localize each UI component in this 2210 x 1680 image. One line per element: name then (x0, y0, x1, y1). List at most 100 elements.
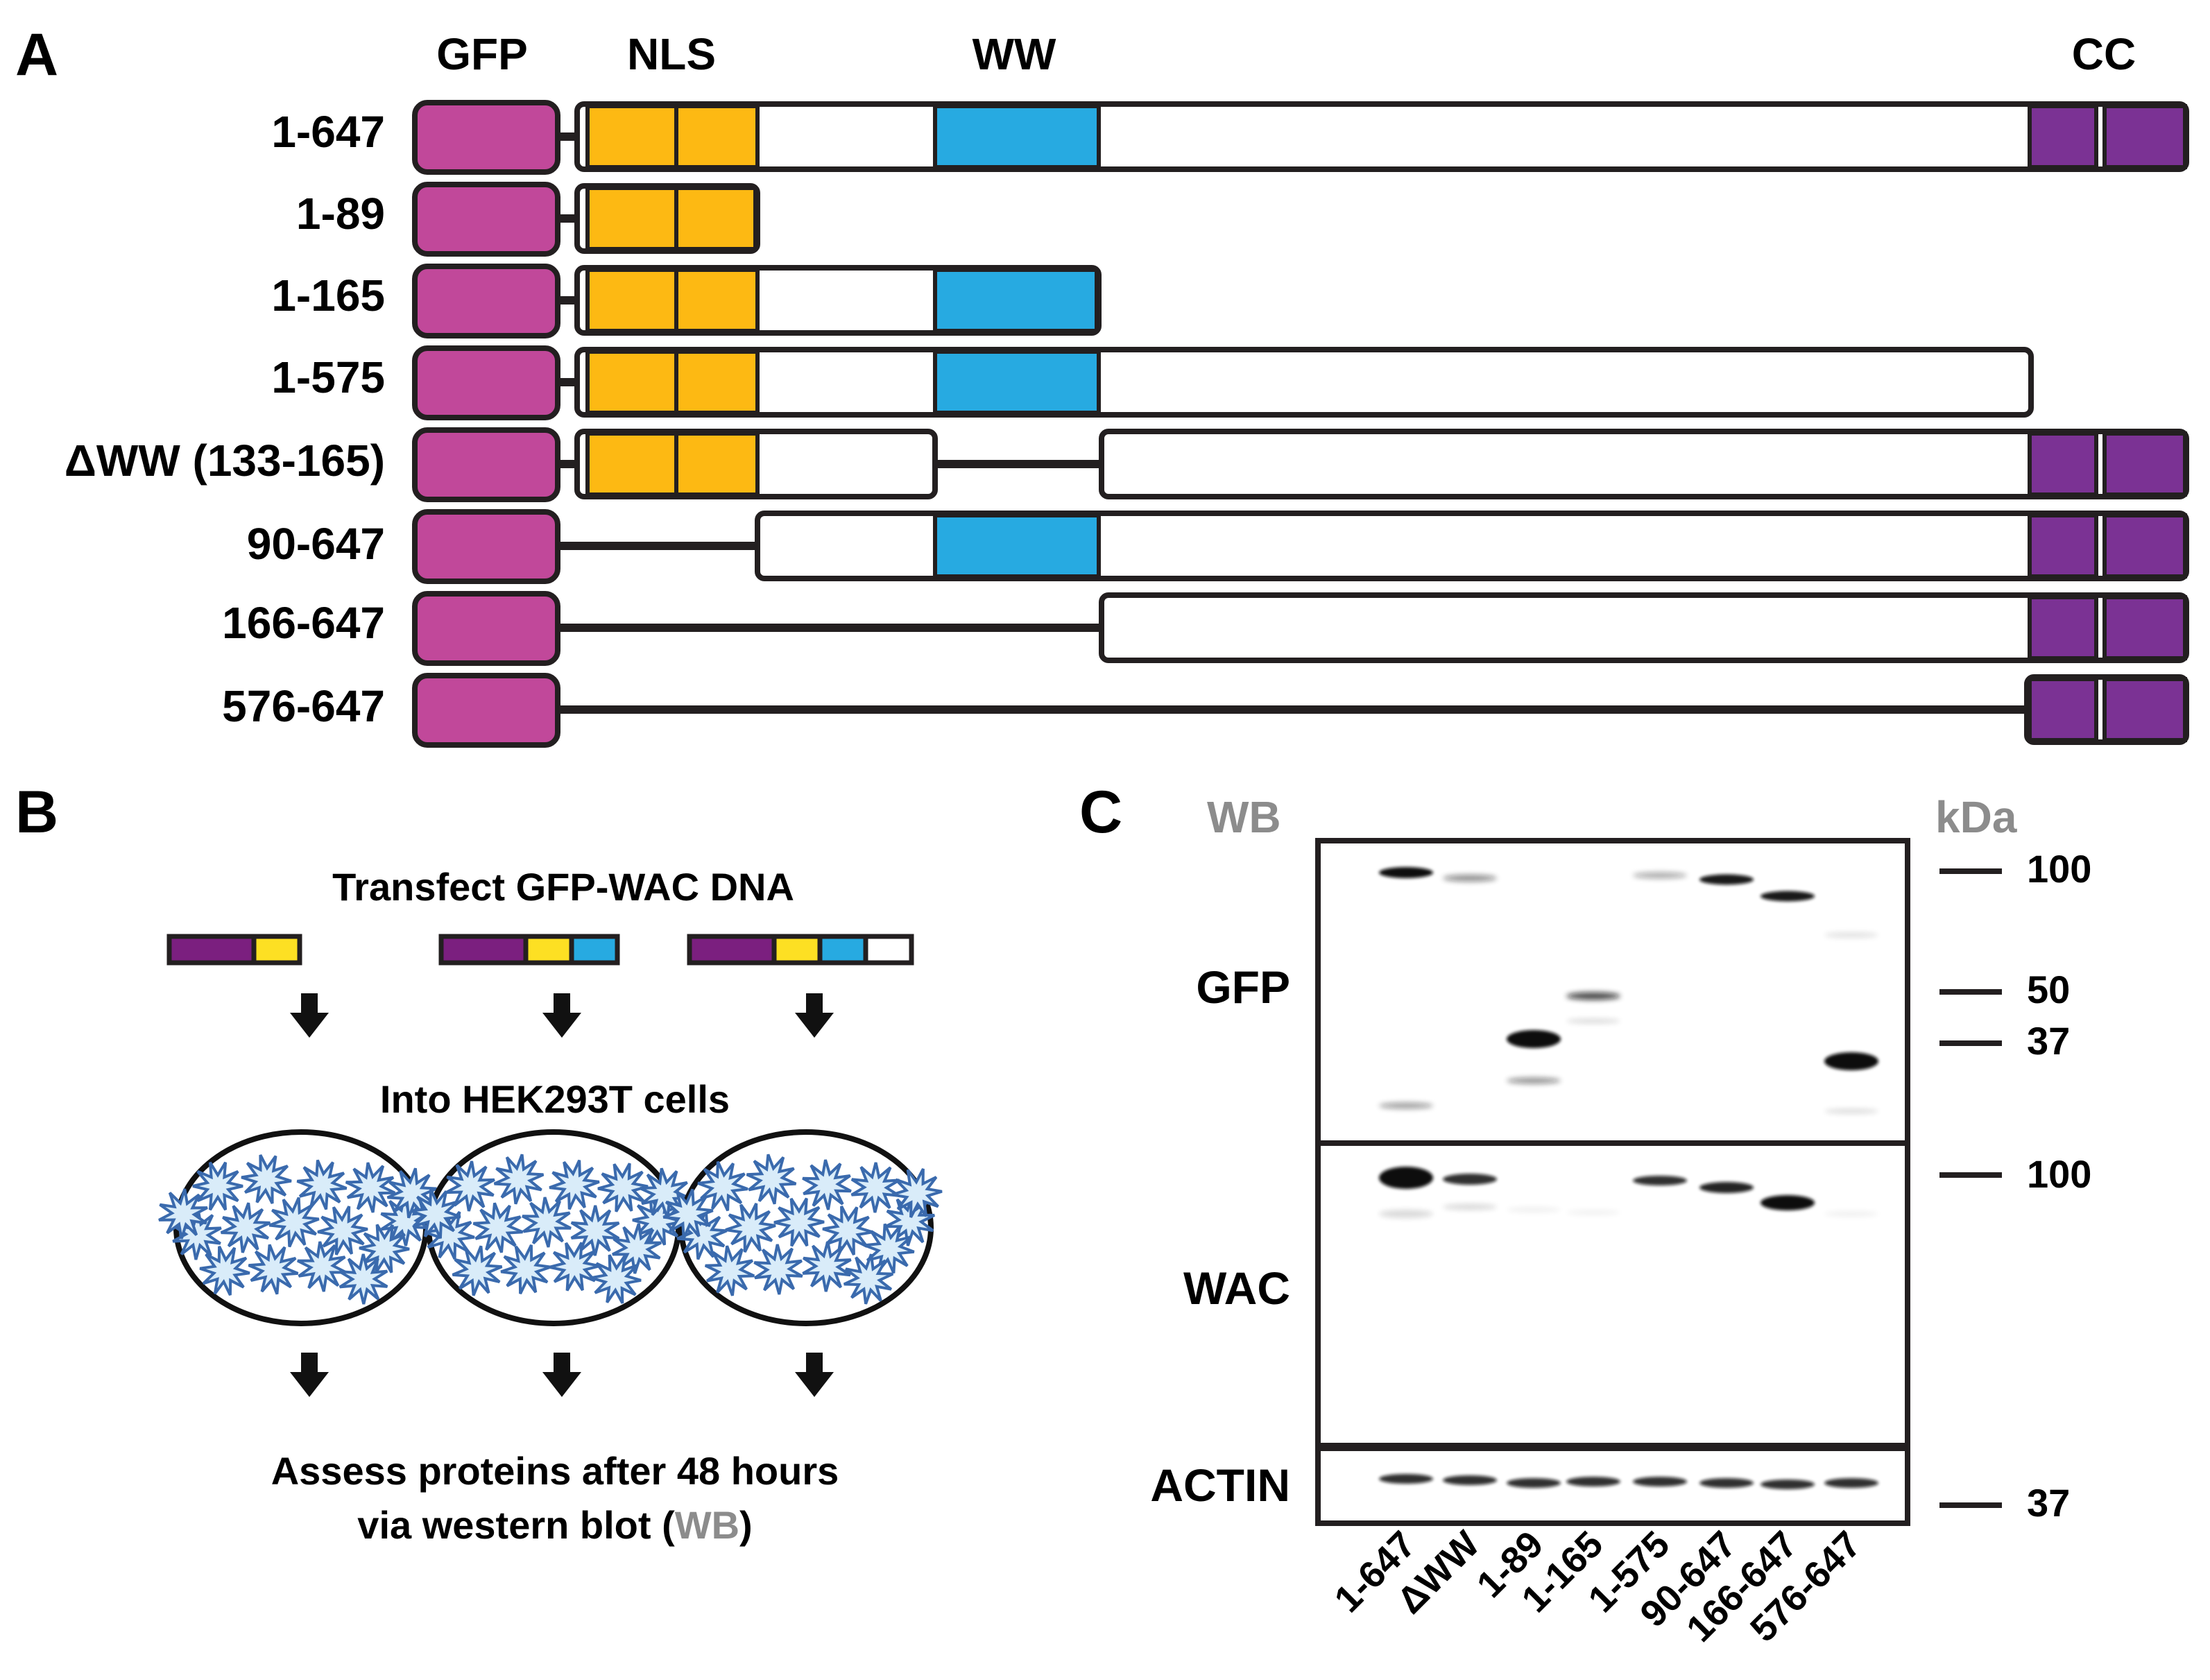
header-gfp: GFP (436, 29, 528, 79)
construct-row: 1-165 (271, 264, 1102, 338)
cell-icon (864, 1223, 915, 1274)
nls-domain (585, 186, 678, 251)
panel-b: B Transfect GFP-WAC DNA Into HEK293T cel… (15, 779, 943, 1547)
blot-band (1761, 1195, 1815, 1210)
panel-a: A GFP NLS WW CC 1-647 1-89 1-165 (15, 22, 2189, 748)
cell-icon (345, 1162, 396, 1213)
ww-domain (933, 350, 1101, 415)
down-arrow-icon (542, 993, 581, 1038)
blot-band (1824, 1108, 1878, 1114)
nls-domain (585, 431, 678, 497)
gfp-tag (412, 427, 560, 502)
cc-domain (2102, 431, 2187, 497)
panel-b-letter: B (15, 779, 58, 846)
blot-band (1507, 1077, 1561, 1084)
cell-icon (597, 1163, 649, 1212)
blot-band (1699, 874, 1754, 885)
cell-icon (410, 1188, 461, 1240)
cell-icon (359, 1224, 410, 1274)
cell-icon (725, 1203, 776, 1253)
wb-label: WB (1207, 792, 1281, 842)
blot-band (1699, 1182, 1754, 1193)
cc-domain (2102, 104, 2187, 169)
header-ww: WW (973, 29, 1056, 79)
gfp-tag (412, 182, 560, 257)
cc-domain (2028, 513, 2098, 578)
ww-domain (933, 513, 1101, 578)
down-arrow-icon (795, 993, 834, 1038)
cell-icon (704, 1245, 755, 1296)
marker-100: 100 (2027, 1152, 2091, 1196)
step-transfect: Transfect GFP-WAC DNA (332, 865, 794, 909)
cell-icon (773, 1197, 825, 1247)
marker-50: 50 (2027, 968, 2070, 1011)
cc-domain (2028, 595, 2098, 660)
marker-37: 37 (2027, 1481, 2070, 1525)
blot-band (1824, 1211, 1878, 1217)
cell-icon (500, 1244, 551, 1294)
gfp-tag (412, 345, 560, 420)
nls-domain (585, 350, 678, 415)
cell-icon (241, 1154, 292, 1204)
down-arrow-icon (290, 993, 329, 1038)
blot-band (1443, 1475, 1497, 1485)
blot-label-gfp: GFP (1196, 961, 1290, 1013)
construct-row: ΔWW (133-165) (65, 427, 2189, 502)
panel-c-letter: C (1079, 779, 1122, 846)
cell-icon (296, 1159, 348, 1210)
blot-label-actin: ACTIN (1150, 1459, 1290, 1511)
down-arrow-icon (542, 1353, 581, 1397)
blot-band (1633, 1477, 1687, 1486)
gfp-tag (412, 100, 560, 175)
construct-row: 576-647 (222, 673, 2189, 748)
cell-icon (339, 1253, 388, 1305)
construct-label: 1-575 (271, 352, 385, 402)
blot-band (1379, 1167, 1433, 1189)
nls-domain (674, 431, 760, 497)
construct-label: 1-165 (271, 271, 385, 320)
blot-band (1507, 1207, 1561, 1212)
blot-band (1443, 875, 1497, 882)
cell-icon (753, 1244, 803, 1295)
construct-row: 166-647 (222, 591, 2189, 666)
blot-band (1824, 1052, 1878, 1070)
cell-icon (220, 1202, 271, 1253)
blot-band (1379, 1210, 1433, 1218)
cc-domain (2102, 595, 2187, 660)
mini-construct (687, 934, 914, 966)
cell-icon (802, 1241, 852, 1292)
blot-band (1379, 1102, 1433, 1109)
blot-band (1443, 1203, 1497, 1210)
blot-band (1761, 1480, 1815, 1489)
blot-band (1443, 1174, 1497, 1185)
cell-icon (662, 1188, 714, 1240)
cell-icon (549, 1159, 600, 1210)
gfp-tag (412, 264, 560, 338)
blot-band (1379, 1474, 1433, 1484)
blot-band (1633, 872, 1687, 879)
cell-icon (158, 1188, 208, 1240)
cell-icon (297, 1241, 347, 1292)
cell-icon (697, 1160, 748, 1212)
cc-domain (2028, 104, 2098, 169)
header-nls: NLS (627, 29, 716, 79)
blot-band (1633, 1176, 1687, 1185)
blot-band (1824, 932, 1878, 938)
blot-band (1507, 1478, 1561, 1488)
nls-domain (674, 104, 760, 169)
step-cells: Into HEK293T cells (380, 1077, 730, 1121)
cc-domain (2028, 677, 2098, 742)
blot-band (1566, 1210, 1620, 1215)
wac-body (574, 101, 2189, 172)
cell-icon (802, 1159, 852, 1210)
ww-domain (933, 104, 1101, 169)
cell-icon (746, 1154, 797, 1205)
blot-band (1566, 992, 1620, 1000)
construct-label: 576-647 (222, 681, 385, 731)
construct-row: 1-575 (271, 345, 2034, 420)
gfp-tag (412, 509, 560, 584)
cell-icon (472, 1202, 524, 1253)
cell-dish (662, 1129, 943, 1326)
cell-icon (199, 1246, 250, 1296)
